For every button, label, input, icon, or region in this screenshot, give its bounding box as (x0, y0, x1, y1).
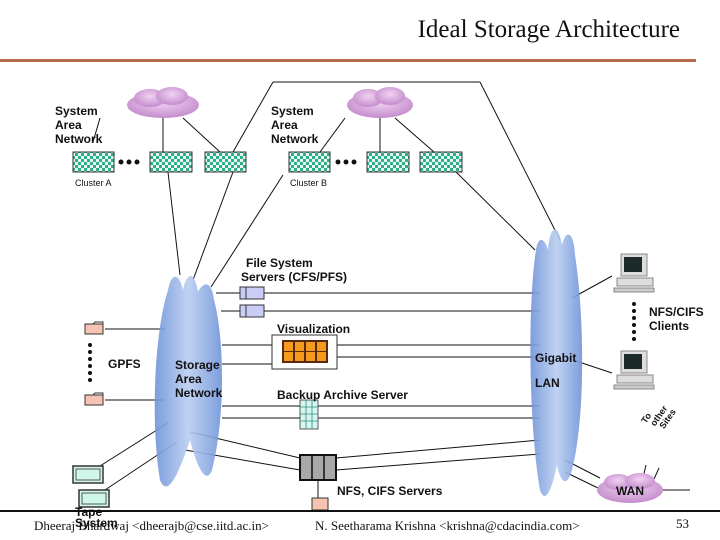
storage-area-network-shape (154, 275, 223, 487)
visualization-wall-icon (271, 334, 338, 370)
disk-icon (84, 323, 104, 335)
tape-system-icons (72, 465, 110, 508)
label-visualization: Visualization (277, 322, 351, 336)
label-cluster-a: Cluster A (75, 178, 112, 188)
label-wan: WAN (616, 484, 644, 498)
client-computer-icon-top (613, 253, 655, 293)
cloud-icon-san-right (347, 87, 413, 118)
nfs-disk-icon (311, 497, 329, 511)
cloud-icon-san-left (127, 87, 199, 118)
footer-left-author: Dheeraj Bhardwaj <dheerajb@cse.iitd.ac.i… (34, 518, 269, 533)
switch-icon (204, 151, 247, 173)
label-lan: LAN (535, 376, 560, 390)
disk-icon (84, 394, 104, 406)
switch-icon (366, 151, 410, 173)
label-system-area-network-left: System Area Network (55, 104, 103, 146)
switch-icons (72, 151, 463, 173)
vertical-dots-gpfs (88, 343, 92, 382)
backup-server-icon (299, 399, 319, 430)
nfs-server-icon (299, 454, 337, 481)
switch-icon (149, 151, 193, 173)
file-server-icon (239, 304, 265, 318)
label-storage-area-network: Storage Area Network (175, 358, 223, 400)
file-server-icon (239, 286, 265, 300)
label-file-system-servers: File System Servers (CFS/PFS) (241, 256, 348, 284)
switch-icon (288, 151, 331, 173)
gpfs-disk-icons (84, 321, 104, 406)
label-gigabit: Gigabit (535, 351, 577, 365)
slide-title: Ideal Storage Architecture (417, 16, 680, 43)
file-server-icons (239, 286, 265, 318)
label-cluster-b: Cluster B (290, 178, 328, 188)
label-backup-archive-server: Backup Archive Server (277, 388, 408, 402)
client-computer-icon-bottom (613, 350, 655, 390)
footer-divider (0, 510, 720, 512)
gigabit-lan-shape (530, 229, 583, 496)
switch-icon (419, 151, 463, 173)
label-nfs-cifs-servers: NFS, CIFS Servers (337, 484, 443, 498)
switch-icon (72, 151, 115, 173)
footer-right-author: N. Seetharama Krishna <krishna@cdacindia… (315, 518, 580, 533)
label-nfs-cifs-clients: NFS/CIFS Clients (649, 305, 704, 333)
label-system-area-network-right: System Area Network (271, 104, 319, 146)
vertical-dots-clients (632, 302, 636, 341)
connection-lines (92, 81, 690, 498)
label-gpfs: GPFS (108, 357, 141, 371)
label-tape-system: Tape System (75, 505, 118, 530)
ellipsis-dots (118, 159, 357, 165)
wan-cloud-icon (597, 473, 663, 503)
page-number: 53 (676, 516, 689, 531)
title-underline (0, 59, 696, 62)
